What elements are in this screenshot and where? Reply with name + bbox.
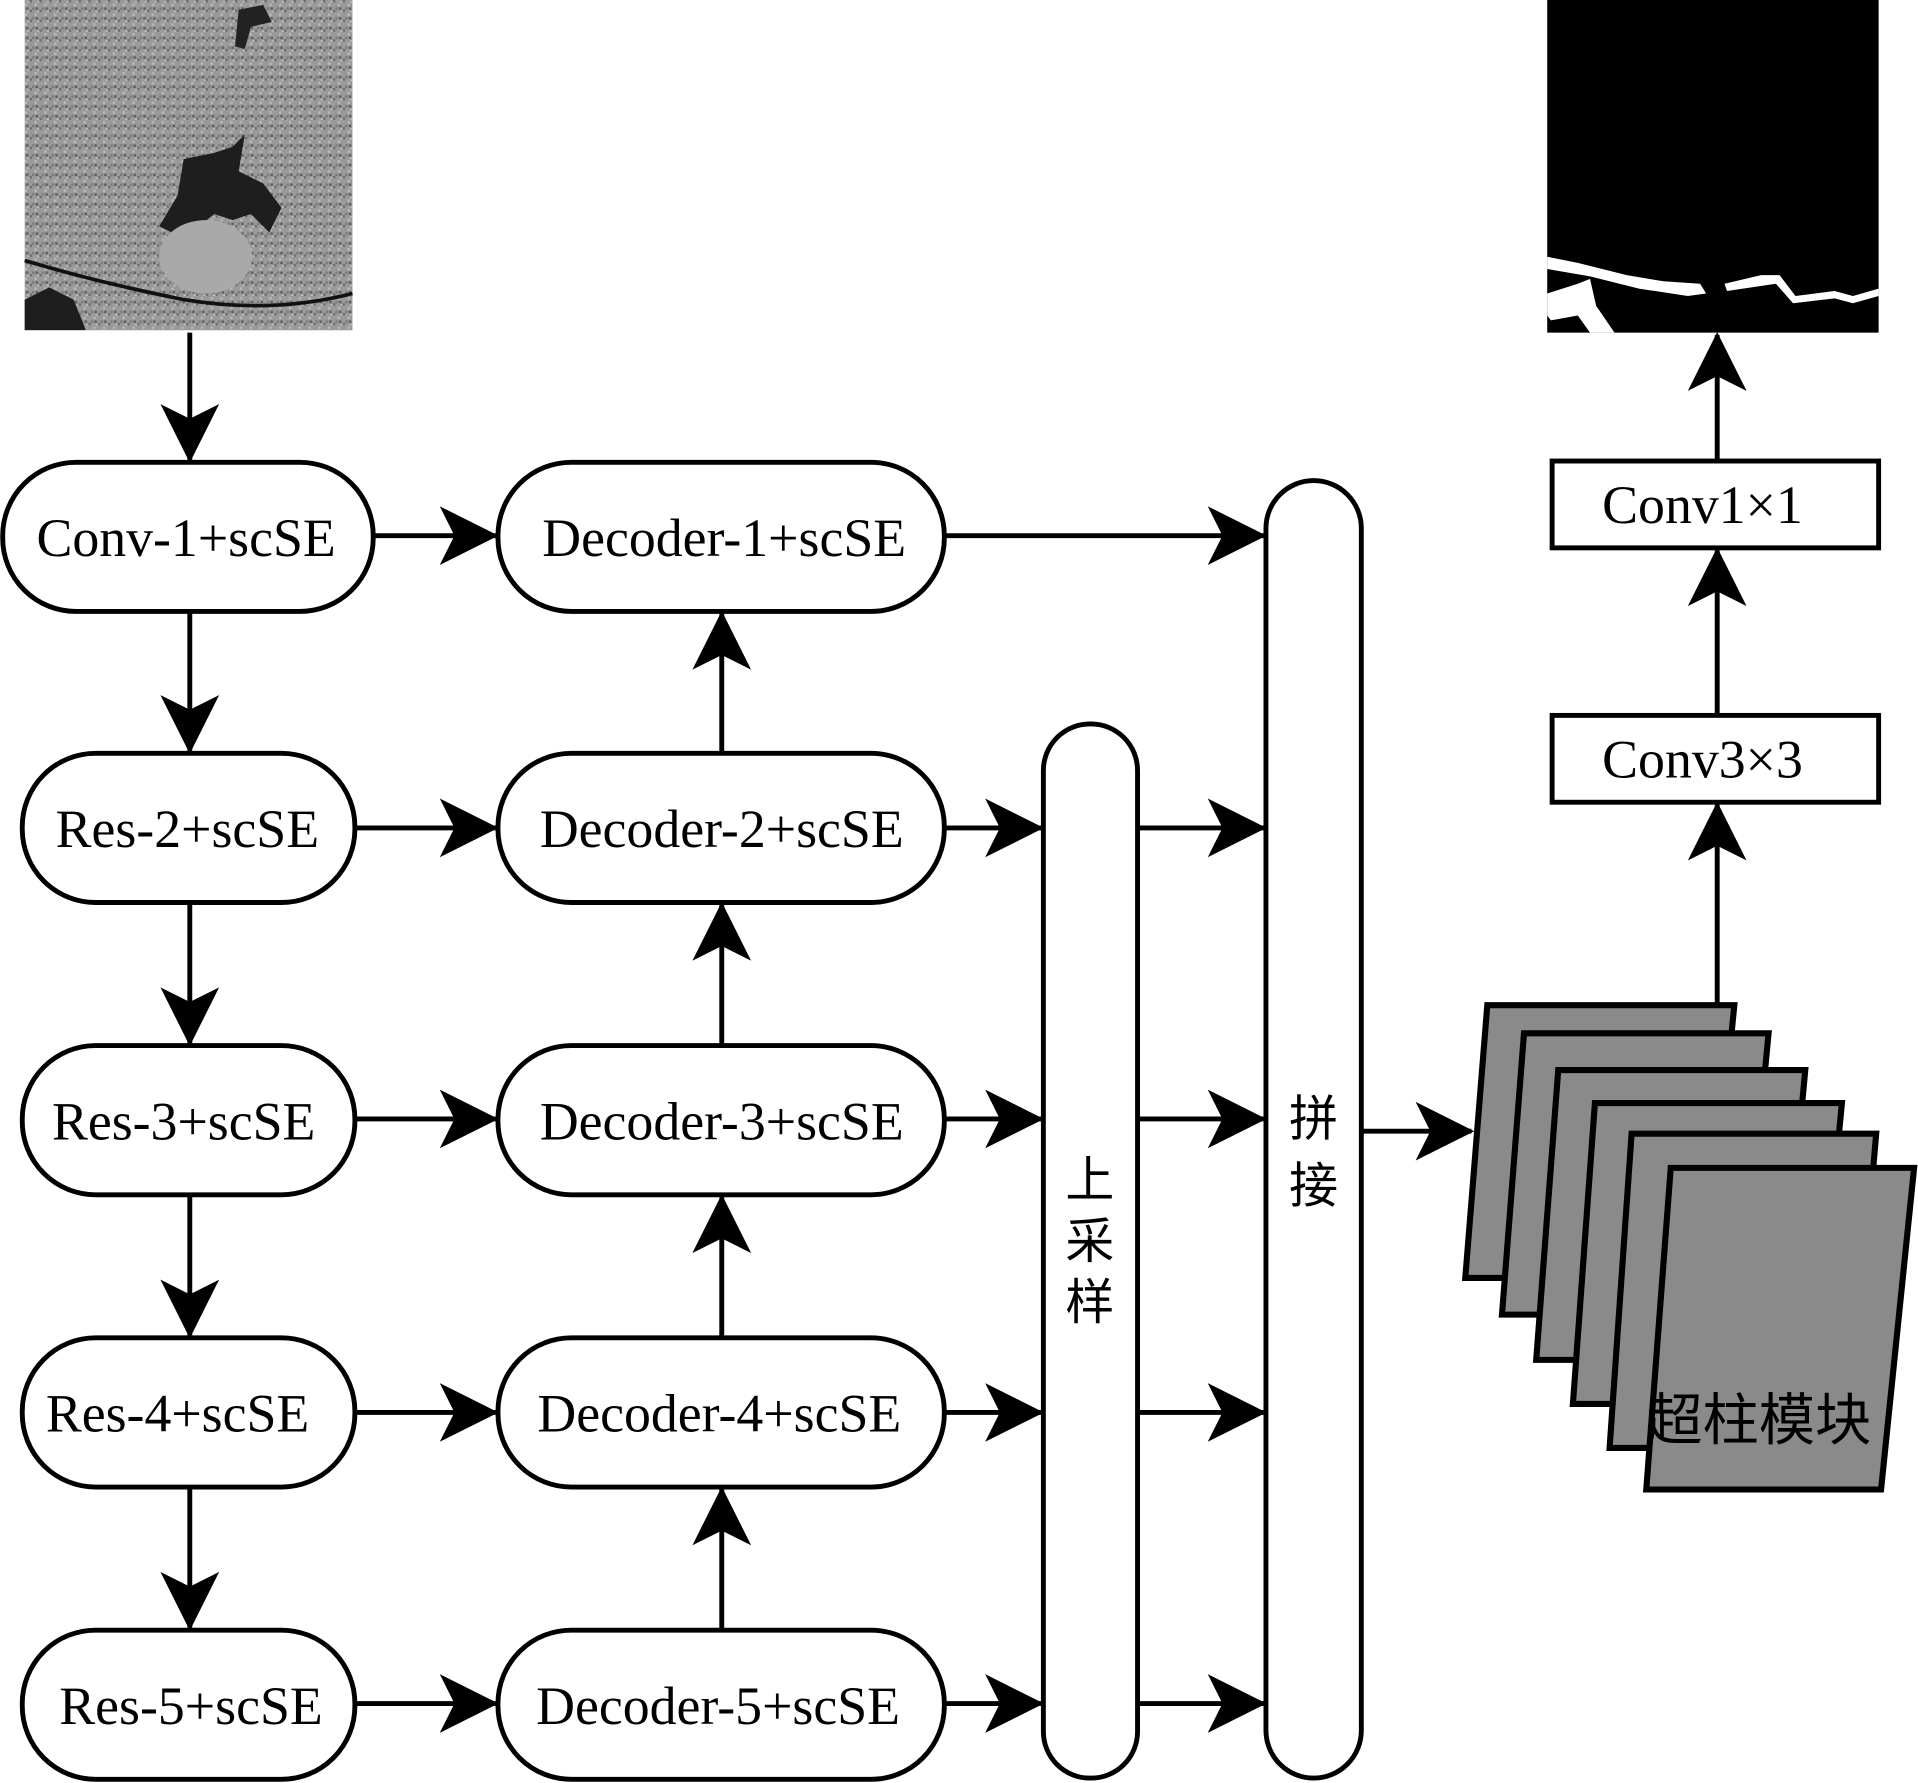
encoder-label: Res-3+scSE [52, 1091, 315, 1151]
encoder-block-res5: Res-5+scSE [19, 1627, 358, 1782]
encoder-column: Conv-1+scSE Res-2+scSE Res-3+scSE Res-4+… [0, 459, 376, 1782]
encoder-label: Res-4+scSE [46, 1384, 309, 1444]
upsample-char: 上 [1065, 1152, 1114, 1209]
encoder-block-conv1: Conv-1+scSE [0, 459, 376, 614]
concat-char: 接 [1289, 1158, 1338, 1215]
encoder-label: Res-5+scSE [59, 1676, 322, 1736]
concat-char: 拼 [1289, 1090, 1338, 1147]
upsample-block: 上 采 样 [1040, 721, 1140, 1781]
decoder-label: Decoder-2+scSE [540, 799, 904, 859]
conv3x3-label: Conv3×3 [1602, 729, 1803, 789]
hypercolumn-module: 超柱模块 [1461, 1002, 1918, 1493]
conv1x1-label: Conv1×1 [1602, 475, 1803, 535]
hypercolumn-label: 超柱模块 [1646, 1389, 1871, 1454]
edges [160, 332, 1747, 1733]
decoder-label: Decoder-5+scSE [536, 1676, 900, 1736]
encoder-block-res2: Res-2+scSE [19, 750, 358, 905]
decoder-block-4: Decoder-4+scSE [495, 1335, 947, 1490]
decoder-label: Decoder-4+scSE [537, 1384, 901, 1444]
decoder-block-3: Decoder-3+scSE [495, 1043, 947, 1198]
decoder-block-5: Decoder-5+scSE [495, 1627, 947, 1782]
conv3x3-block: Conv3×3 [1549, 712, 1882, 805]
decoder-label: Decoder-1+scSE [542, 508, 906, 568]
decoder-label: Decoder-3+scSE [540, 1091, 904, 1151]
encoder-block-res4: Res-4+scSE [19, 1335, 358, 1490]
decoder-block-1: Decoder-1+scSE [495, 459, 947, 614]
encoder-label: Res-2+scSE [56, 799, 319, 859]
conv1x1-block: Conv1×1 [1549, 458, 1882, 551]
decoder-column: Decoder-1+scSE Decoder-2+scSE Decoder-3+… [495, 459, 947, 1782]
output-mask-image [1547, 0, 1879, 333]
upsample-char: 样 [1065, 1274, 1114, 1331]
encoder-block-res3: Res-3+scSE [19, 1043, 358, 1198]
input-image [24, 0, 353, 331]
upsample-char: 采 [1065, 1213, 1114, 1270]
feature-map-sheet [1642, 1164, 1918, 1493]
decoder-block-2: Decoder-2+scSE [495, 750, 947, 905]
encoder-label: Conv-1+scSE [36, 508, 335, 568]
concat-block: 拼 接 [1263, 478, 1364, 1781]
